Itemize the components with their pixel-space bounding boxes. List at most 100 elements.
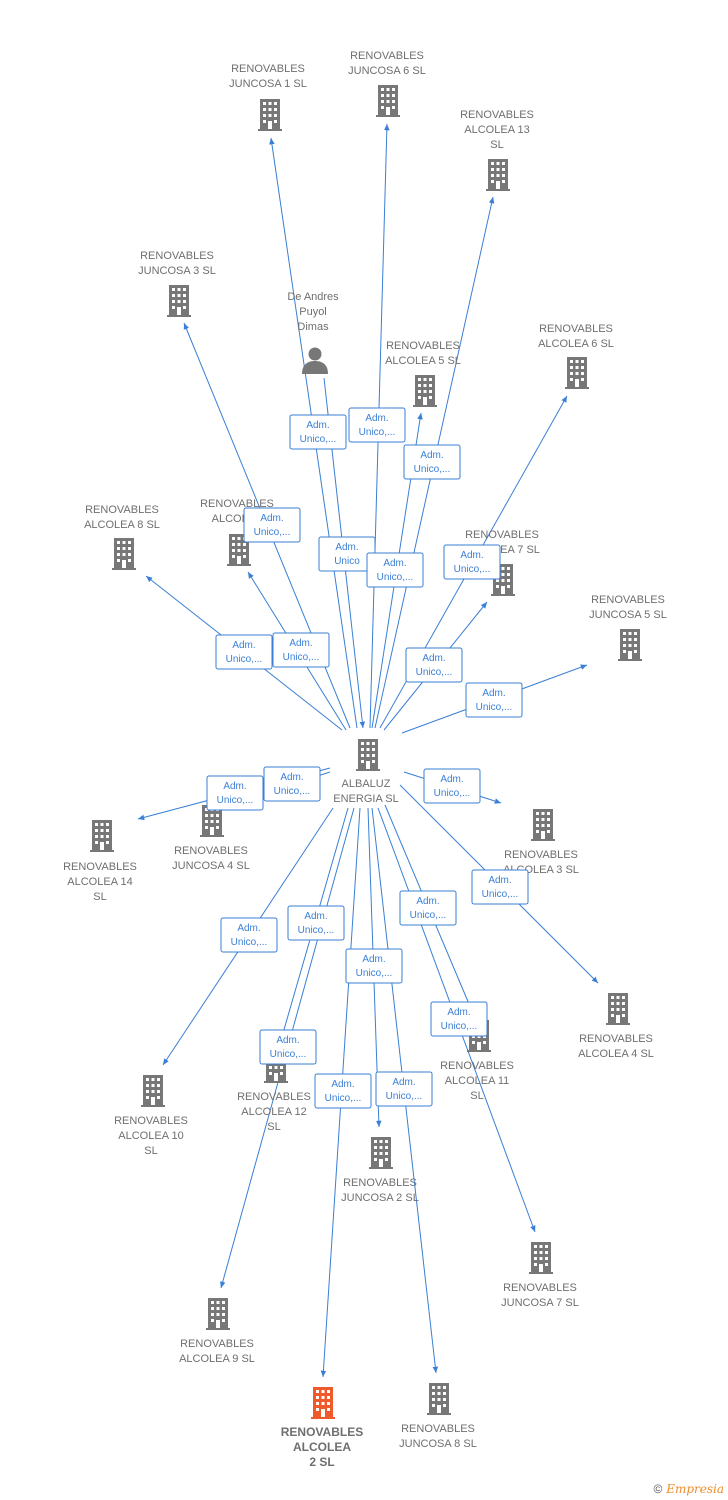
building-icon: [141, 1075, 165, 1107]
relation-label-text: Adm.: [392, 1077, 415, 1088]
footer-brand: © Empresia: [654, 1482, 724, 1496]
relation-label-text: Unico,...: [298, 925, 335, 936]
relation-label-alcolea5[interactable]: Adm. Unico,...: [366, 552, 424, 588]
building-icon: [565, 357, 589, 389]
node-label: JUNCOSA 5 SL: [589, 609, 667, 621]
relation-label-alcolea11[interactable]: Adm.Unico,...: [399, 890, 457, 926]
node-label: RENOVABLES: [140, 250, 214, 262]
relation-label-alcolea12[interactable]: Adm. Unico,...: [287, 905, 345, 941]
relation-label-box: [366, 552, 424, 588]
relation-label-text: Adm.: [306, 420, 329, 431]
relation-label-alcolea10[interactable]: Adm.Unico,...: [220, 917, 278, 953]
building-icon: [427, 1383, 451, 1415]
relation-label-text: Adm.: [304, 911, 327, 922]
relation-label-juncosa7[interactable]: Adm.Unico,...: [430, 1001, 488, 1037]
relation-label-text: Unico,...: [274, 786, 311, 797]
relation-label-alcolea7[interactable]: Adm.Unico,...: [405, 647, 463, 683]
relation-label-alcolea2[interactable]: Adm.Unico,...: [314, 1073, 372, 1109]
node-label: RENOVABLES: [114, 1115, 188, 1127]
relation-label-text: Adm.: [488, 875, 511, 886]
relation-label-juncosa5[interactable]: Adm.Unico,...: [465, 682, 523, 718]
node-label: RENOVABLES: [539, 323, 613, 335]
relation-label-text: Unico,...: [300, 434, 337, 445]
node-label: RENOVABLES: [85, 504, 159, 516]
relation-label-text: Adm.: [280, 772, 303, 783]
node-label: ALCOLEA: [293, 1440, 351, 1454]
node-label: RENOVABLES: [343, 1177, 417, 1189]
relation-label-juncosa2[interactable]: Adm.Unico,...: [345, 948, 403, 984]
relation-label-box: [206, 775, 264, 811]
relation-label-text: Adm.: [232, 640, 255, 651]
relation-label-text: Unico,...: [414, 464, 451, 475]
relation-label-text: Unico: [334, 556, 360, 567]
node-label: RENOVABLES: [579, 1033, 653, 1045]
relation-label-alcolea3[interactable]: Adm.Unico,...: [423, 768, 481, 804]
node-label: JUNCOSA 2 SL: [341, 1192, 419, 1204]
building-icon: [606, 993, 630, 1025]
relation-label-alcolea4[interactable]: Adm.Unico,...: [471, 869, 529, 905]
node-label: ALCOLEA 12: [241, 1106, 306, 1118]
node-label: RENOVABLES: [63, 861, 137, 873]
node-label: ALCOLEA 5 SL: [385, 355, 461, 367]
relation-label-juncosa1[interactable]: Adm. Unico,...: [289, 414, 347, 450]
brand-logo: Empresia: [666, 1482, 724, 1496]
relation-label-text: Adm.: [383, 558, 406, 569]
node-label: JUNCOSA 8 SL: [399, 1438, 477, 1450]
relation-label-text: Unico,...: [377, 572, 414, 583]
building-icon: [112, 538, 136, 570]
relation-label-text: Unico,...: [231, 937, 268, 948]
relation-label-box: [220, 917, 278, 953]
relation-label-text: Adm.: [223, 781, 246, 792]
relation-label-alcolea13[interactable]: Adm.Unico,...: [403, 444, 461, 480]
relation-label-text: Adm.: [289, 638, 312, 649]
node-label: JUNCOSA 6 SL: [348, 65, 426, 77]
node-juncosa6[interactable]: RENOVABLES JUNCOSA 6 SL: [348, 50, 426, 117]
relation-label-alcolea14[interactable]: Adm.Unico,...: [206, 775, 264, 811]
node-label: RENOVABLES: [174, 845, 248, 857]
relation-label-juncosa8[interactable]: Adm.Unico,...: [375, 1071, 433, 1107]
node-label: RENOVABLES: [350, 50, 424, 62]
relation-label-box: [263, 766, 321, 802]
relation-label-juncosa4[interactable]: Adm. Unico,...: [263, 766, 321, 802]
building-icon: [529, 1242, 553, 1274]
relation-label-alcolea9[interactable]: Adm.Unico,...: [259, 1029, 317, 1065]
node-label: RENOVABLES: [504, 849, 578, 861]
person-icon: [302, 347, 328, 374]
node-label: RENOVABLES: [231, 63, 305, 75]
node-label: ALCOLEA 4 SL: [578, 1048, 654, 1060]
node-juncosa2[interactable]: RENOVABLES JUNCOSA 2 SL: [341, 1137, 419, 1204]
relation-label-alcolea6[interactable]: Adm.Unico,...: [443, 544, 501, 580]
relation-label-text: Unico,...: [325, 1093, 362, 1104]
relation-label-box: [345, 948, 403, 984]
node-alcolea4[interactable]: RENOVABLES ALCOLEA 4 SL: [578, 993, 654, 1060]
relation-label-text: Unico,...: [226, 654, 263, 665]
relation-label-alcoleaX[interactable]: Adm.Unico,...: [272, 632, 330, 668]
relation-label-juncosa3[interactable]: Adm.Unico,...: [243, 507, 301, 543]
relation-label-alcolea8[interactable]: Adm. Unico,...: [215, 634, 273, 670]
copyright-symbol: ©: [653, 1482, 663, 1496]
building-icon: [356, 739, 380, 771]
relation-label-box: [348, 407, 406, 443]
relation-label-text: Adm.: [335, 542, 358, 553]
relation-label-juncosa6[interactable]: Adm.Unico,...: [348, 407, 406, 443]
